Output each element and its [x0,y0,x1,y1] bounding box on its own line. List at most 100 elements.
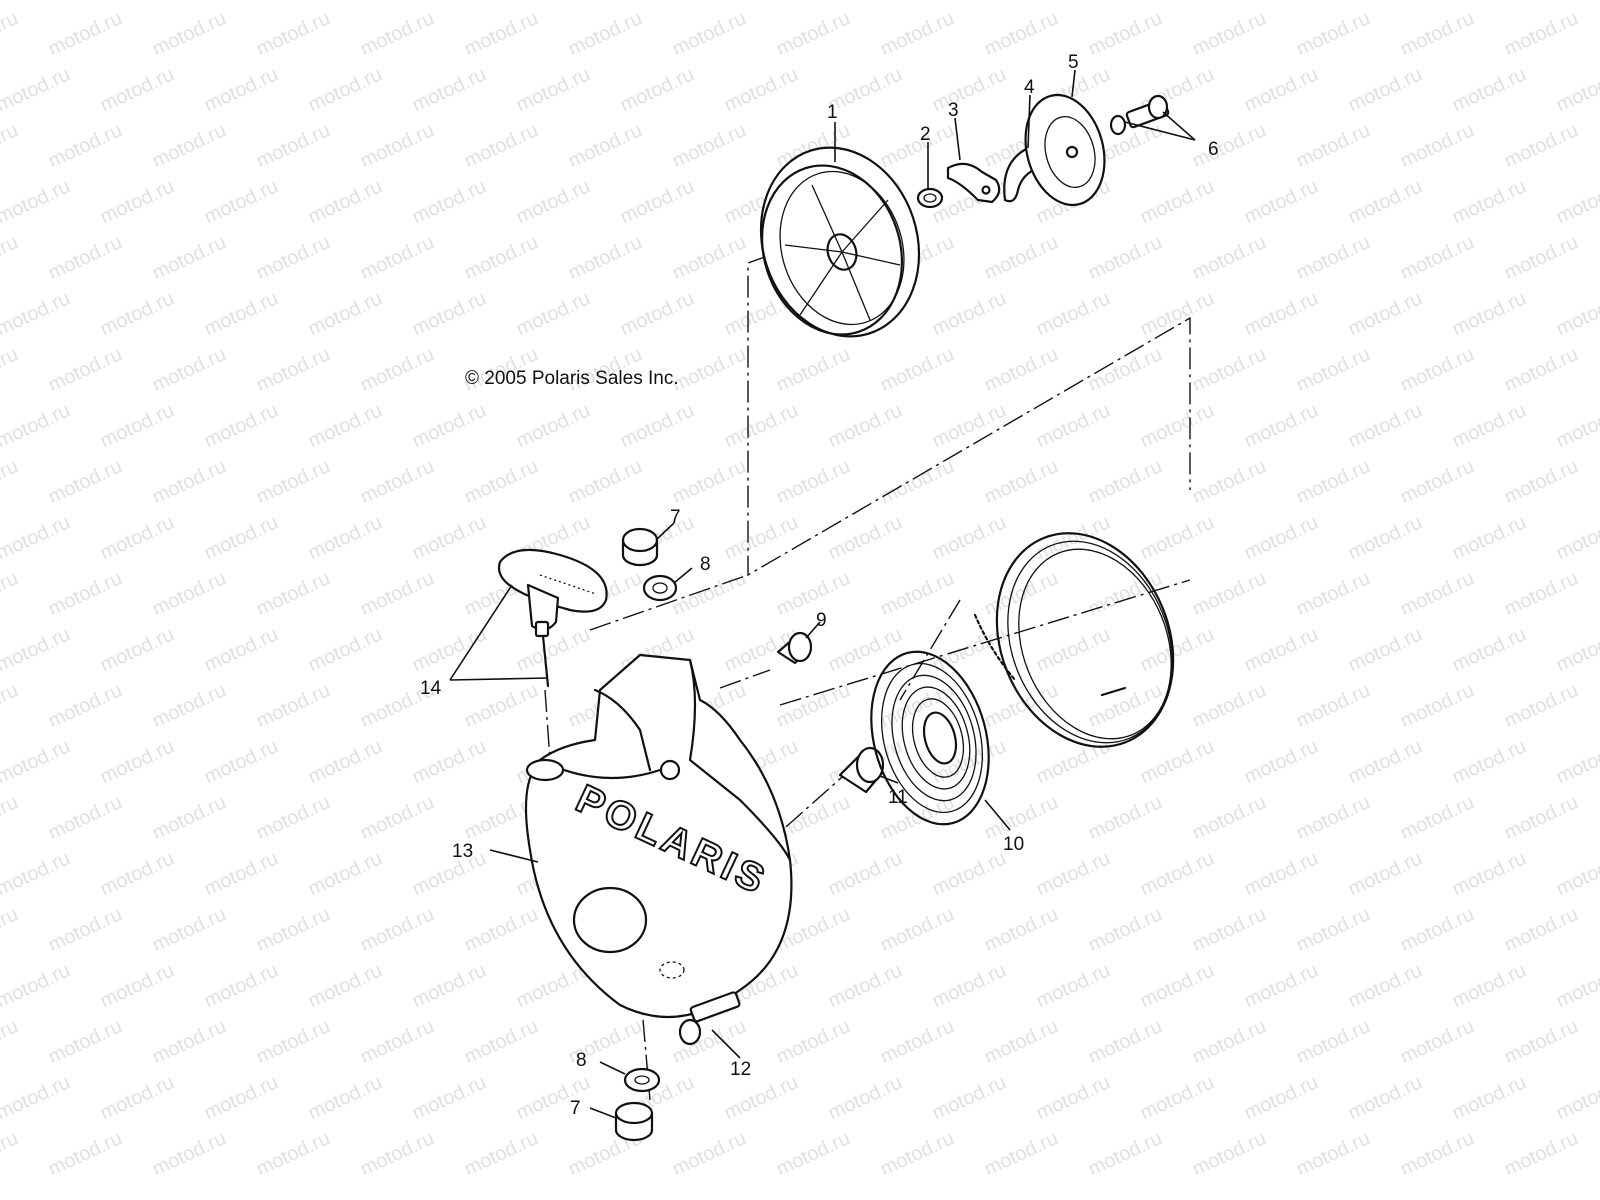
watermark-text: motod.ru [1345,623,1426,676]
watermark-text: motod.ru [1553,735,1600,788]
watermark-text: motod.ru [45,903,126,956]
watermark-text: motod.ru [253,119,334,172]
watermark-text: motod.ru [1241,1071,1322,1124]
watermark-text: motod.ru [0,63,74,116]
watermark-text: motod.ru [981,903,1062,956]
watermark-text: motod.ru [201,959,282,1012]
watermark-text: motod.ru [1293,1015,1374,1068]
watermark-text: motod.ru [877,343,958,396]
watermark-text: motod.ru [877,455,958,508]
watermark-text: motod.ru [825,399,906,452]
part-pawl-spring [916,187,944,209]
watermark-text: motod.ru [1085,231,1166,284]
watermark-text: motod.ru [201,1071,282,1124]
watermark-text: motod.ru [1189,343,1270,396]
watermark-text: motod.ru [1553,399,1600,452]
watermark-text: motod.ru [513,0,594,5]
watermark-text: motod.ru [1553,175,1600,228]
callout-8-top: 8 [700,554,711,575]
watermark-text: motod.ru [0,119,22,172]
watermark-text: motod.ru [201,399,282,452]
watermark-text: motod.ru [0,567,22,620]
watermark-text: motod.ru [929,63,1010,116]
watermark-text: motod.ru [357,1127,438,1180]
watermark-text: motod.ru [617,287,698,340]
watermark-text: motod.ru [1501,119,1582,172]
callout-4: 4 [1024,77,1035,98]
watermark-text: motod.ru [201,511,282,564]
watermark-text: motod.ru [45,1015,126,1068]
watermark-text: motod.ru [981,7,1062,60]
watermark-text: motod.ru [0,399,74,452]
callout-11: 11 [888,787,908,808]
watermark-text: motod.ru [825,959,906,1012]
watermark-text: motod.ru [981,231,1062,284]
watermark-text: motod.ru [773,1015,854,1068]
watermark-text: motod.ru [0,175,74,228]
watermark-text: motod.ru [1449,1071,1530,1124]
watermark-text: motod.ru [1345,959,1426,1012]
watermark-text: motod.ru [1189,7,1270,60]
watermark-text: motod.ru [0,959,74,1012]
watermark-text: motod.ru [461,231,542,284]
watermark-text: motod.ru [981,1127,1062,1180]
part-rewind-spring [870,650,990,826]
part-housing-bolt [678,991,741,1046]
watermark-text: motod.ru [825,847,906,900]
part-starter-handle [497,548,608,688]
watermark-text: motod.ru [1449,847,1530,900]
watermark-text: motod.ru [0,847,74,900]
watermark-text: motod.ru [1033,847,1114,900]
watermark-text: motod.ru [877,679,958,732]
watermark-text: motod.ru [1397,567,1478,620]
watermark-text: motod.ru [617,399,698,452]
watermark-text: motod.ru [461,903,542,956]
watermark-text: motod.ru [201,287,282,340]
watermark-text: motod.ru [1189,903,1270,956]
watermark-text: motod.ru [461,1015,542,1068]
watermark-text: motod.ru [97,287,178,340]
watermark-text: motod.ru [149,903,230,956]
part-starter-housing: POLARIS [524,653,793,1019]
watermark-text: motod.ru [1241,287,1322,340]
watermark-text: motod.ru [357,455,438,508]
watermark-text: motod.ru [409,0,490,5]
watermark-text: motod.ru [1189,567,1270,620]
watermark-text: motod.ru [305,511,386,564]
part-plug-top [621,527,659,567]
watermark-text: motod.ru [1293,119,1374,172]
callout-3: 3 [948,100,959,121]
watermark-text: motod.ru [305,63,386,116]
watermark-text: motod.ru [409,1071,490,1124]
watermark-text: motod.ru [97,735,178,788]
watermark-text: motod.ru [201,63,282,116]
watermark-text: motod.ru [1033,959,1114,1012]
watermark-text: motod.ru [773,343,854,396]
watermark-text: motod.ru [305,959,386,1012]
watermark-text: motod.ru [253,679,334,732]
watermark-text: motod.ru [45,791,126,844]
watermark-text: motod.ru [1345,847,1426,900]
watermark-text: motod.ru [253,791,334,844]
watermark-text: motod.ru [149,679,230,732]
watermark-text: motod.ru [669,119,750,172]
part-bolt-washer [1109,94,1170,136]
watermark-text: motod.ru [1345,511,1426,564]
watermark-text: motod.ru [1397,7,1478,60]
watermark-text: motod.ru [1449,0,1530,5]
watermark-text: motod.ru [1241,959,1322,1012]
watermark-text: motod.ru [1189,1127,1270,1180]
watermark-text: motod.ru [1033,623,1114,676]
watermark-text: motod.ru [1137,735,1218,788]
watermark-text: motod.ru [149,7,230,60]
watermark-text: motod.ru [253,343,334,396]
watermark-text: motod.ru [45,7,126,60]
watermark-text: motod.ru [1033,1071,1114,1124]
part-plug-bottom [614,1101,654,1142]
watermark-text: motod.ru [201,175,282,228]
watermark-text: motod.ru [513,1071,594,1124]
watermark-text: motod.ru [1137,399,1218,452]
callout-9: 9 [816,610,827,631]
